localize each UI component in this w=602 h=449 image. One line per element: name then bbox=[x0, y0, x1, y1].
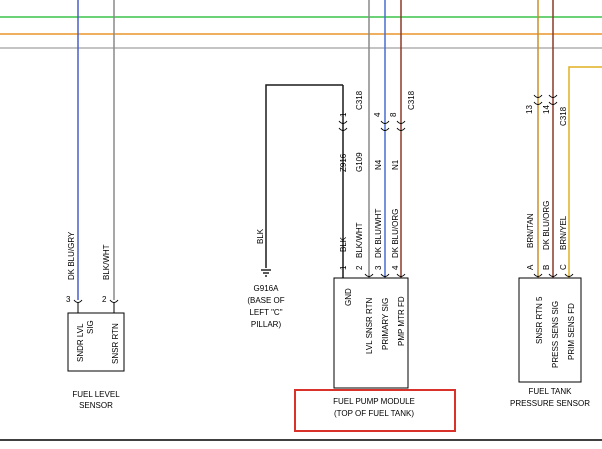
ground-id: G916A bbox=[254, 284, 280, 293]
fuel-level-sensor-name-2: SENSOR bbox=[79, 401, 113, 410]
press-pin-c-color: BRN/YEL bbox=[559, 215, 568, 250]
pump-pin-4-name: PMP MTR FD bbox=[397, 296, 406, 346]
c318-hook-8 bbox=[396, 120, 406, 131]
splice-n1: N1 bbox=[391, 159, 400, 170]
pin-name-sig: SIG bbox=[86, 320, 95, 334]
fuel-pump-module-name-1: FUEL PUMP MODULE bbox=[333, 397, 415, 406]
ground-location-1: (BASE OF bbox=[247, 296, 284, 305]
pin-num-2: 2 bbox=[102, 295, 107, 304]
c318-left-pin-4: 4 bbox=[373, 112, 382, 117]
fuel-level-sensor-name-1: FUEL LEVEL bbox=[72, 390, 120, 399]
press-pin-c-num: C bbox=[559, 264, 568, 270]
ground-location-3: PILLAR) bbox=[251, 320, 282, 329]
pump-pin-4-num: 4 bbox=[391, 265, 400, 270]
c318-left-pin-8: 8 bbox=[389, 112, 398, 117]
pin-num-3: 3 bbox=[66, 295, 71, 304]
pump-connector-hooks bbox=[364, 273, 406, 277]
c318-right-name: C318 bbox=[559, 106, 568, 126]
press-pin-a-num: A bbox=[526, 264, 535, 270]
pump-pin-2-name: LVL SNSR RTN bbox=[365, 297, 374, 354]
c318-right-pin-13: 13 bbox=[525, 105, 534, 114]
pump-pin-3-num: 3 bbox=[374, 265, 383, 270]
pump-pin-1-name: GND bbox=[344, 288, 353, 306]
pin-name-sndr-lvl: SNDR LVL bbox=[76, 323, 85, 362]
pump-pin-3-color: DK BLU/WHT bbox=[374, 209, 383, 258]
wire-label-dk-blu-gry: DK BLU/GRY bbox=[67, 231, 76, 280]
wire-label-blk-ground: BLK bbox=[256, 228, 265, 244]
c318-right-pin-14: 14 bbox=[542, 105, 551, 114]
fuel-pump-module-name-2: (TOP OF FUEL TANK) bbox=[334, 409, 414, 418]
splice-z916: Z916 bbox=[339, 153, 348, 172]
splice-g109: G109 bbox=[355, 152, 364, 172]
c318-hook-4 bbox=[380, 120, 390, 131]
wire-label-blk-wht-left: BLK/WHT bbox=[102, 244, 111, 280]
splice-n4: N4 bbox=[374, 159, 383, 170]
press-pin-b-num: B bbox=[542, 265, 551, 270]
c318-right-hooks bbox=[533, 94, 558, 105]
press-pin-a-name: SNSR RTN 5 bbox=[535, 296, 544, 344]
c318-left-name: C318 bbox=[355, 90, 364, 110]
pin-name-snsr-rtn-left: SNSR RTN bbox=[111, 323, 120, 364]
c318-left-name-right: C318 bbox=[407, 90, 416, 110]
fuel-tank-pressure-sensor-name-2: PRESSURE SENSOR bbox=[510, 399, 590, 408]
press-connector-hooks bbox=[533, 273, 574, 277]
fuel-tank-pressure-sensor-name-1: FUEL TANK bbox=[529, 387, 573, 396]
wire-blk-ground bbox=[265, 84, 343, 268]
press-pin-c-name: PRIM SENS FD bbox=[567, 303, 576, 360]
ground-location-2: LEFT "C" bbox=[249, 308, 282, 317]
fuel-level-sensor-box bbox=[67, 312, 125, 372]
press-pin-b-name: PRESS SENS SIG bbox=[551, 301, 560, 368]
pump-pin-4-color: DK BLU/ORG bbox=[391, 209, 400, 258]
fuel-tank-pressure-sensor-box bbox=[518, 277, 582, 383]
c318-left-pin-1: 1 bbox=[339, 112, 348, 117]
pump-pin-1-color: BLK bbox=[339, 236, 348, 252]
press-pin-b-color: DK BLU/ORG bbox=[542, 201, 551, 250]
c318-hook-1 bbox=[338, 120, 348, 131]
pump-pin-1-num: 1 bbox=[339, 265, 348, 270]
fuel-pump-module-highlight bbox=[294, 389, 456, 432]
pump-pin-2-color: BLK/WHT bbox=[355, 222, 364, 258]
pump-pin-2-num: 2 bbox=[355, 265, 364, 270]
fuel-pump-module-box bbox=[333, 277, 409, 389]
press-pin-a-color: BRN/TAN bbox=[526, 213, 535, 248]
pump-pin-3-name: PRIMARY SIG bbox=[381, 298, 390, 350]
wire-brn-yel bbox=[568, 66, 602, 278]
